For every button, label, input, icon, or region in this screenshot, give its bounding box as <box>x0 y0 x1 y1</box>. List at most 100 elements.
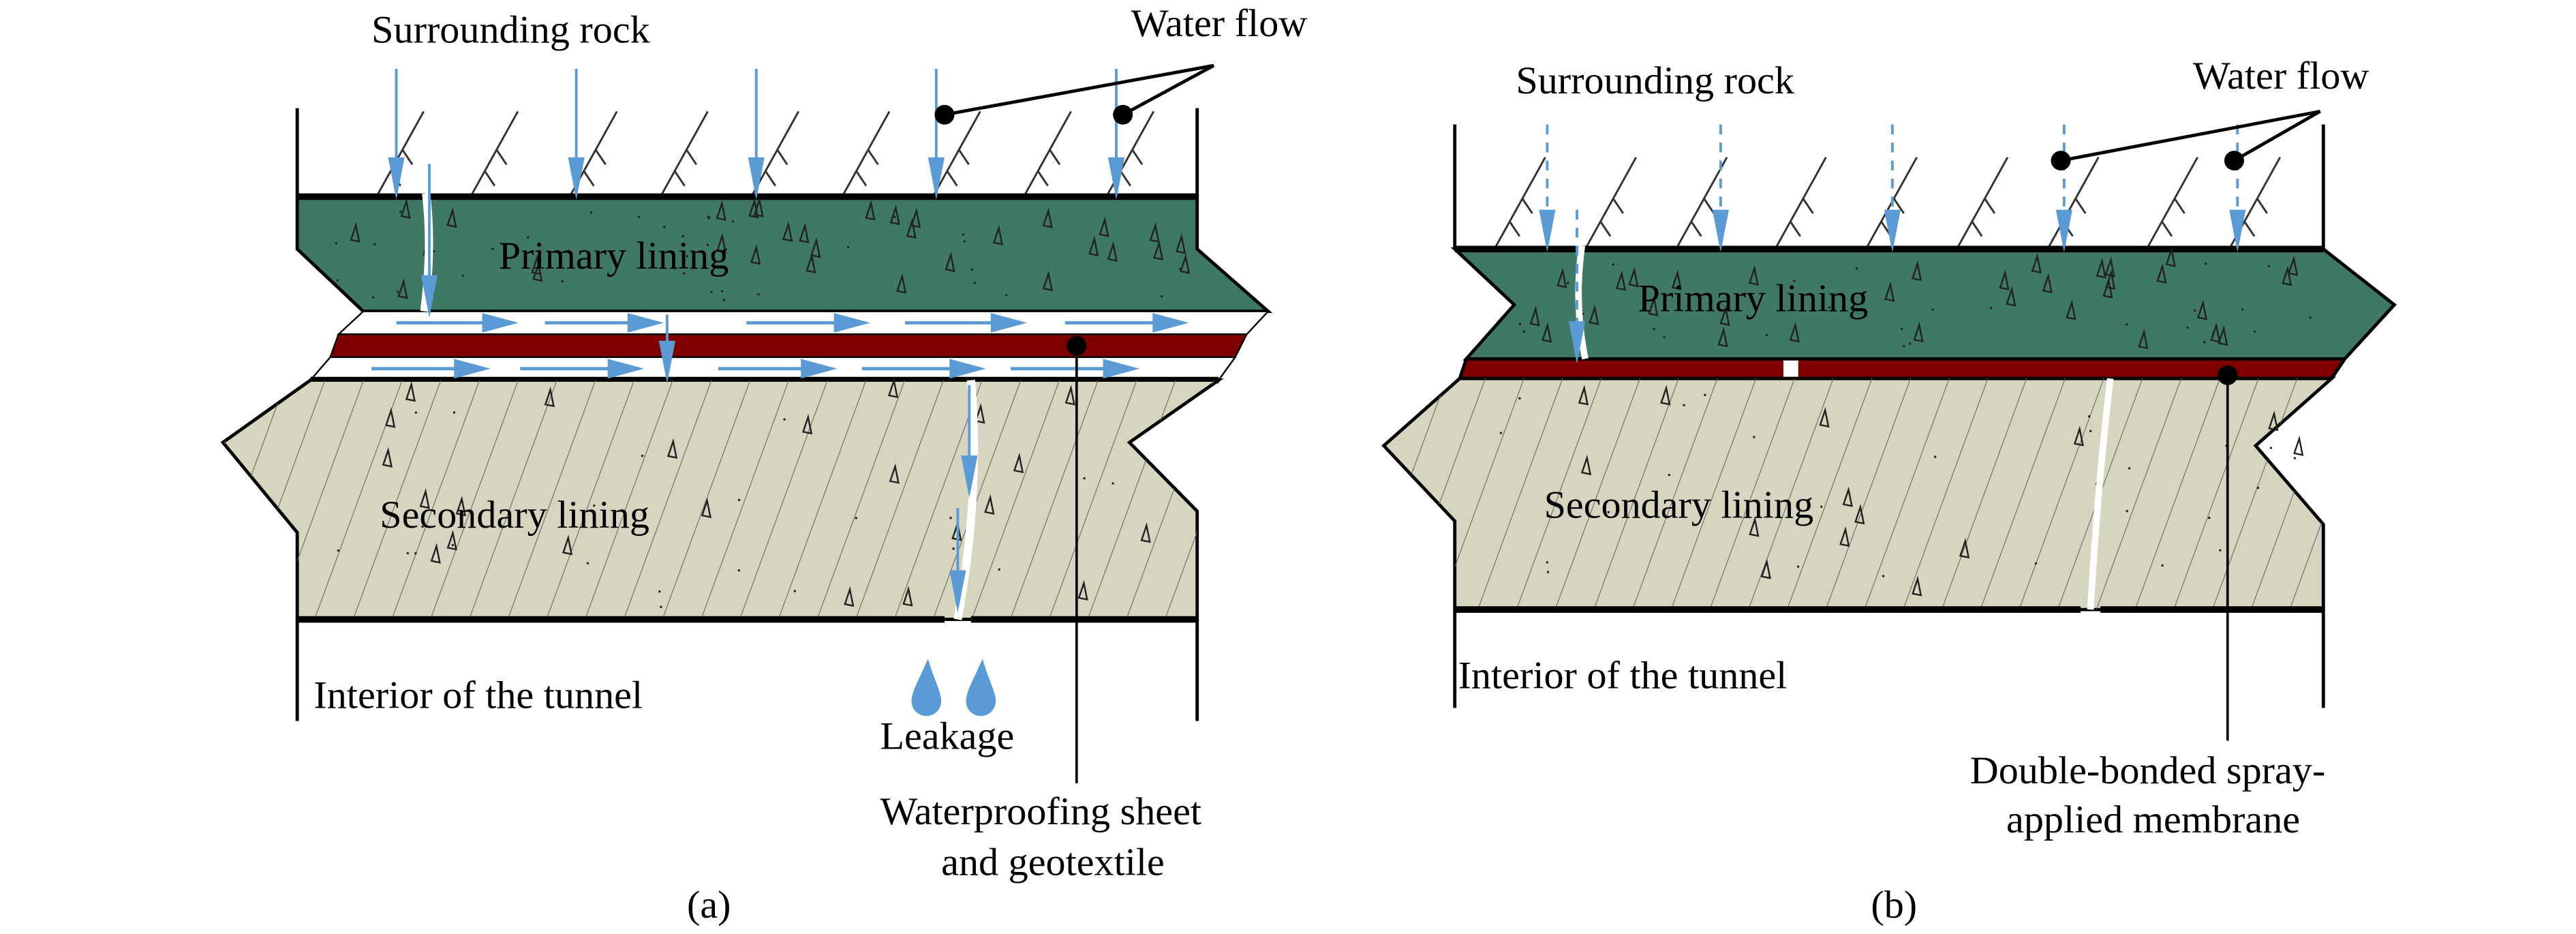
panel-b-primary-lining <box>1450 247 2397 361</box>
aggregate-dot <box>399 210 402 213</box>
upper-geotextile-flow-arrow-head <box>990 313 1028 333</box>
aggregate-dot <box>514 245 517 248</box>
panel-a-secondary-hatch <box>223 380 1219 620</box>
aggregate-triangle <box>2210 322 2221 343</box>
aggregate-dot <box>590 211 593 214</box>
aggregate-triangle <box>666 438 678 459</box>
aggregate-dot <box>451 543 455 547</box>
panel-b-spray-membrane <box>1457 357 2348 380</box>
aggregate-dot <box>754 250 757 252</box>
aggregate-dot <box>1828 306 1831 309</box>
rock-hatch-line <box>2046 157 2100 250</box>
aggregate-dot <box>1989 307 1993 310</box>
aggregate-dot <box>731 220 735 223</box>
aggregate-triangle <box>1913 321 1924 343</box>
aggregate-dot <box>660 605 662 608</box>
aggregate-dot <box>1793 280 1796 282</box>
aggregate-dot <box>1882 575 1885 577</box>
aggregate-triangle <box>1789 322 1800 343</box>
rock-hatch-line <box>2145 157 2198 250</box>
rock-hatch-line <box>1023 110 1072 198</box>
rock-hatch-line <box>1584 157 1638 250</box>
water-flow-arrow-head <box>568 157 585 200</box>
rock-hatch-line <box>1956 157 2009 250</box>
aggregate-triangle <box>2104 256 2115 277</box>
aggregate-triangle <box>1013 452 1024 474</box>
aggregate-triangle <box>975 403 985 424</box>
aggregate-triangle <box>1578 385 1589 406</box>
aggregate-dot <box>683 272 686 275</box>
aggregate-dot <box>2267 265 2271 268</box>
aggregate-dot <box>793 590 796 592</box>
aggregate-triangle <box>397 278 408 299</box>
aggregate-triangle <box>753 196 764 217</box>
aggregate-triangle <box>2218 325 2228 346</box>
aggregate-dot <box>337 549 340 552</box>
rock-hatch-tick <box>2161 221 2173 237</box>
panel-a-primary-aggregate <box>335 196 1191 301</box>
aggregate-triangle <box>2031 253 2042 274</box>
aggregate-dot <box>855 517 857 519</box>
aggregate-triangle <box>1149 222 1160 243</box>
aggregate-triangle <box>810 237 821 258</box>
aggregate-dot <box>1933 455 1937 458</box>
rock-hatch-tick <box>1509 221 1521 237</box>
panel-b-membrane-label-line1: Double-bonded spray- <box>1970 748 2326 792</box>
aggregate-triangle <box>716 200 726 221</box>
aggregate-dot <box>707 215 710 218</box>
aggregate-triangle <box>896 273 907 294</box>
aggregate-dot <box>1753 436 1755 438</box>
rock-hatch-tick <box>1971 221 1983 237</box>
water-flow-arrow-head <box>927 157 945 200</box>
aggregate-dot <box>963 240 966 243</box>
aggregate-triangle <box>910 207 921 228</box>
rock-hatch-tick <box>2256 198 2268 214</box>
panel-b-water-flow-leader <box>2060 110 2321 162</box>
aggregate-triangle <box>532 261 543 282</box>
panel-b-secondary-hatch <box>1383 378 2332 610</box>
aggregate-dot <box>973 282 977 284</box>
aggregate-triangle <box>865 200 876 221</box>
aggregate-triangle <box>1839 526 1850 547</box>
aggregate-triangle <box>1648 295 1659 317</box>
aggregate-triangle <box>887 377 899 398</box>
aggregate-dot <box>1607 511 1610 513</box>
aggregate-dot <box>2208 516 2211 519</box>
aggregate-dot <box>2089 430 2092 432</box>
rock-hatch-tick <box>495 149 508 166</box>
aggregate-dot <box>1668 473 1671 477</box>
aggregate-dot <box>2253 330 2256 333</box>
aggregate-dot <box>1796 565 1800 568</box>
rock-hatch-line <box>1675 157 1728 250</box>
aggregate-dot <box>1522 330 1526 333</box>
aggregate-dot <box>1862 292 1865 295</box>
aggregate-triangle <box>1140 522 1151 543</box>
aggregate-triangle <box>806 252 816 273</box>
panel-a-waterproofing-sheet <box>328 333 1248 359</box>
aggregate-triangle <box>1589 304 1599 325</box>
aggregate-dot <box>414 411 418 414</box>
aggregate-dot <box>2088 415 2091 418</box>
aggregate-dot <box>1005 294 1008 297</box>
panel-b-membrane-defect <box>1783 360 1798 377</box>
aggregate-triangle <box>2042 273 2053 294</box>
aggregate-triangle <box>446 530 457 551</box>
panel-b-primary-aggregate <box>1518 246 2312 350</box>
aggregate-dot <box>998 568 1000 571</box>
aggregate-dot <box>2204 262 2207 265</box>
aggregate-triangle <box>2102 277 2113 299</box>
aggregate-dot <box>406 552 410 555</box>
rock-hatch-line <box>659 110 709 198</box>
panel-b-primary-crack <box>1575 245 1589 360</box>
aggregate-triangle <box>562 534 573 556</box>
aggregate-triangle <box>350 222 361 243</box>
rock-hatch-line <box>1774 157 1827 250</box>
aggregate-triangle <box>2268 410 2279 432</box>
aggregate-triangle <box>2165 246 2176 267</box>
aggregate-triangle <box>1854 504 1865 525</box>
aggregate-triangle <box>455 496 467 517</box>
rock-hatch-tick <box>1802 198 1814 214</box>
aggregate-dot <box>1765 333 1768 337</box>
panel-a-caption: (a) <box>687 882 731 927</box>
rock-hatch-tick <box>2074 198 2087 214</box>
